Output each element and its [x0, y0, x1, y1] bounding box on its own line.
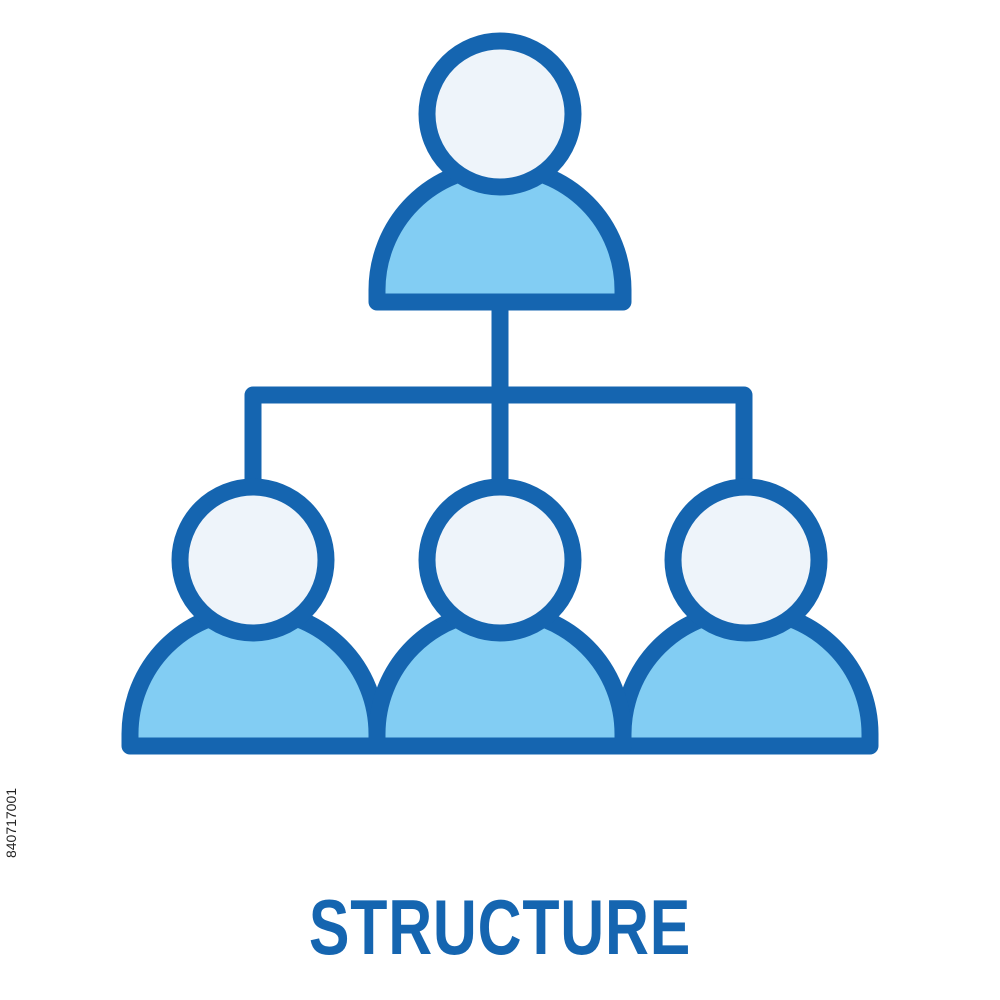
- person-top: [368, 32, 632, 311]
- stock-id-text: 840717001: [3, 787, 19, 859]
- connector-lines: [244, 294, 753, 507]
- person-left-head: [171, 478, 335, 642]
- stock-id-label: 840717001: [1, 768, 21, 878]
- caption-title: STRUCTURE: [308, 883, 692, 971]
- person-middle: [368, 478, 632, 755]
- person-top-head: [418, 32, 582, 196]
- person-left: [121, 478, 386, 755]
- person-right: [614, 478, 879, 755]
- person-right-head: [664, 478, 828, 642]
- connector-branch: [244, 386, 753, 497]
- person-middle-head: [418, 478, 582, 642]
